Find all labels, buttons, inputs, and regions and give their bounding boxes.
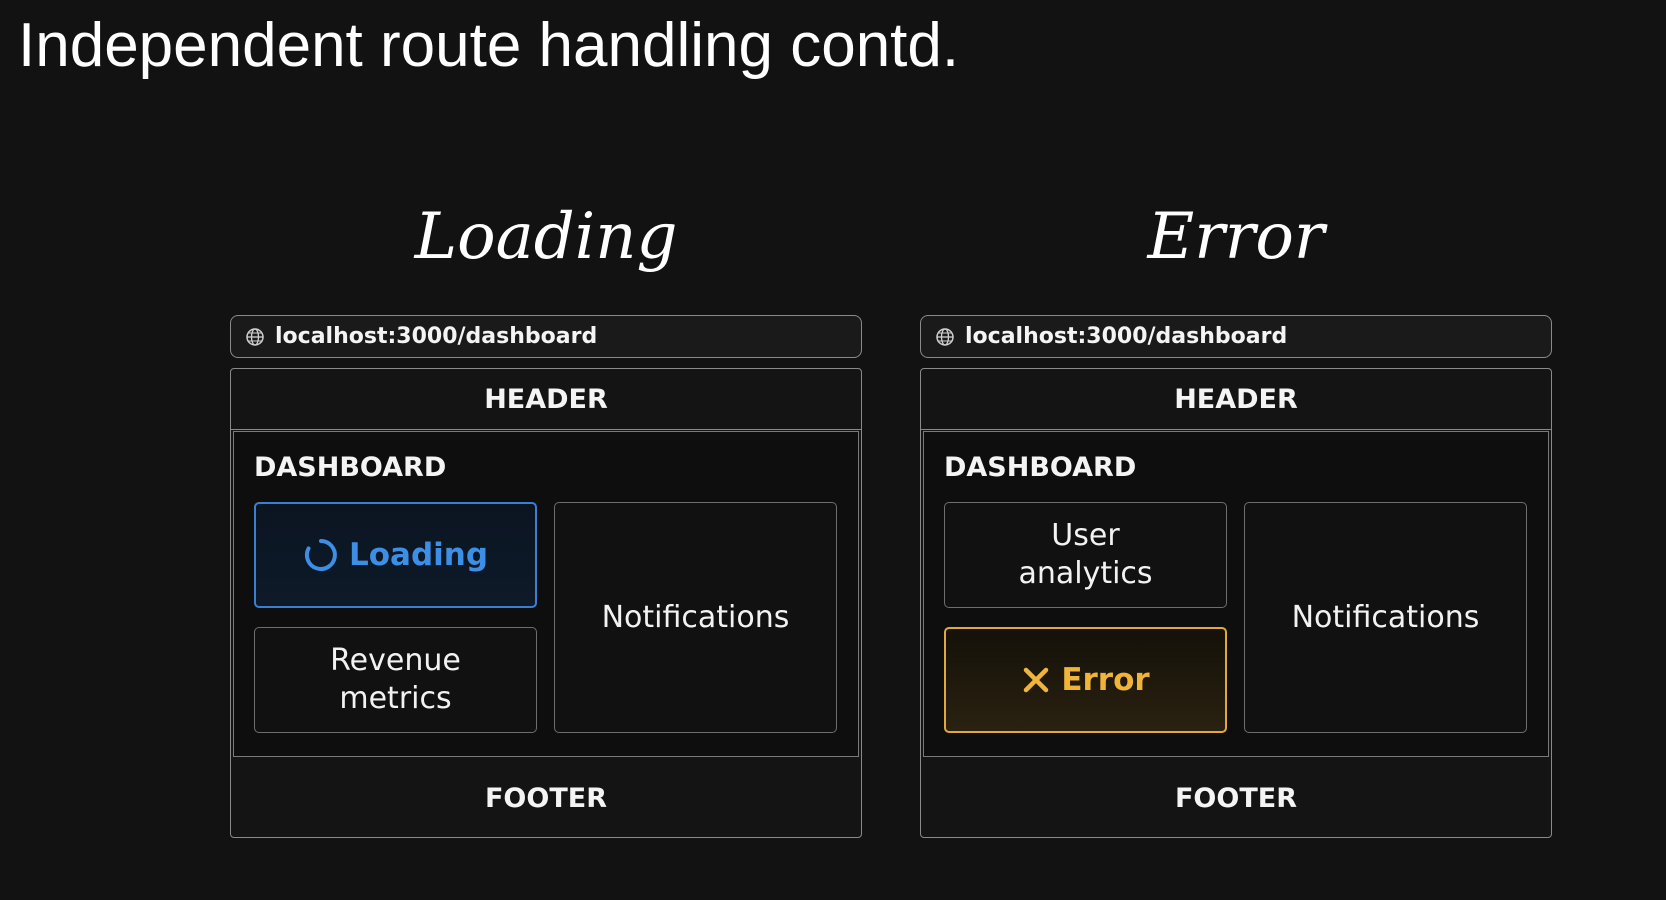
user-analytics-slot: User analytics xyxy=(944,502,1227,608)
revenue-metrics-label: Revenue metrics xyxy=(330,643,461,716)
footer-section: FOOTER xyxy=(1174,782,1297,814)
url-text: localhost:3000/dashboard xyxy=(965,324,1288,349)
globe-icon xyxy=(245,326,267,348)
header-section: HEADER xyxy=(921,369,1551,430)
error-slot: Error xyxy=(944,627,1227,733)
revenue-metrics-slot: Revenue metrics xyxy=(254,627,537,733)
notifications-slot: Notifications xyxy=(1244,502,1527,733)
spinner-icon xyxy=(303,537,339,573)
panel-loading: localhost:3000/dashboard HEADER DASHBOAR… xyxy=(230,315,862,838)
user-analytics-label: User analytics xyxy=(1018,518,1153,591)
notifications-slot: Notifications xyxy=(554,502,837,733)
header-section: HEADER xyxy=(231,369,861,430)
loading-label: Loading xyxy=(348,537,489,573)
loading-slot: Loading xyxy=(254,502,537,608)
address-bar[interactable]: localhost:3000/dashboard xyxy=(920,315,1552,358)
url-text: localhost:3000/dashboard xyxy=(275,324,598,349)
panel-heading-error: Error xyxy=(1147,200,1325,274)
dashboard-section: DASHBOARD Loading Revenue metrics xyxy=(233,431,859,757)
notifications-label: Notifications xyxy=(601,599,790,635)
notifications-label: Notifications xyxy=(1291,599,1480,635)
slide-title: Independent route handling contd. xyxy=(18,11,960,80)
error-label: Error xyxy=(1061,662,1150,698)
dashboard-label: DASHBOARD xyxy=(254,452,447,483)
address-bar[interactable]: localhost:3000/dashboard xyxy=(230,315,862,358)
x-icon xyxy=(1021,665,1051,695)
browser-frame: HEADER DASHBOARD Loading Revenue metrics xyxy=(230,368,862,838)
browser-frame: HEADER DASHBOARD User analytics Err xyxy=(920,368,1552,838)
globe-icon xyxy=(935,326,957,348)
dashboard-label: DASHBOARD xyxy=(944,452,1137,483)
panel-error: localhost:3000/dashboard HEADER DASHBOAR… xyxy=(920,315,1552,838)
dashboard-section: DASHBOARD User analytics Error xyxy=(923,431,1549,757)
footer-section: FOOTER xyxy=(484,782,607,814)
panel-heading-loading: Loading xyxy=(414,200,678,274)
